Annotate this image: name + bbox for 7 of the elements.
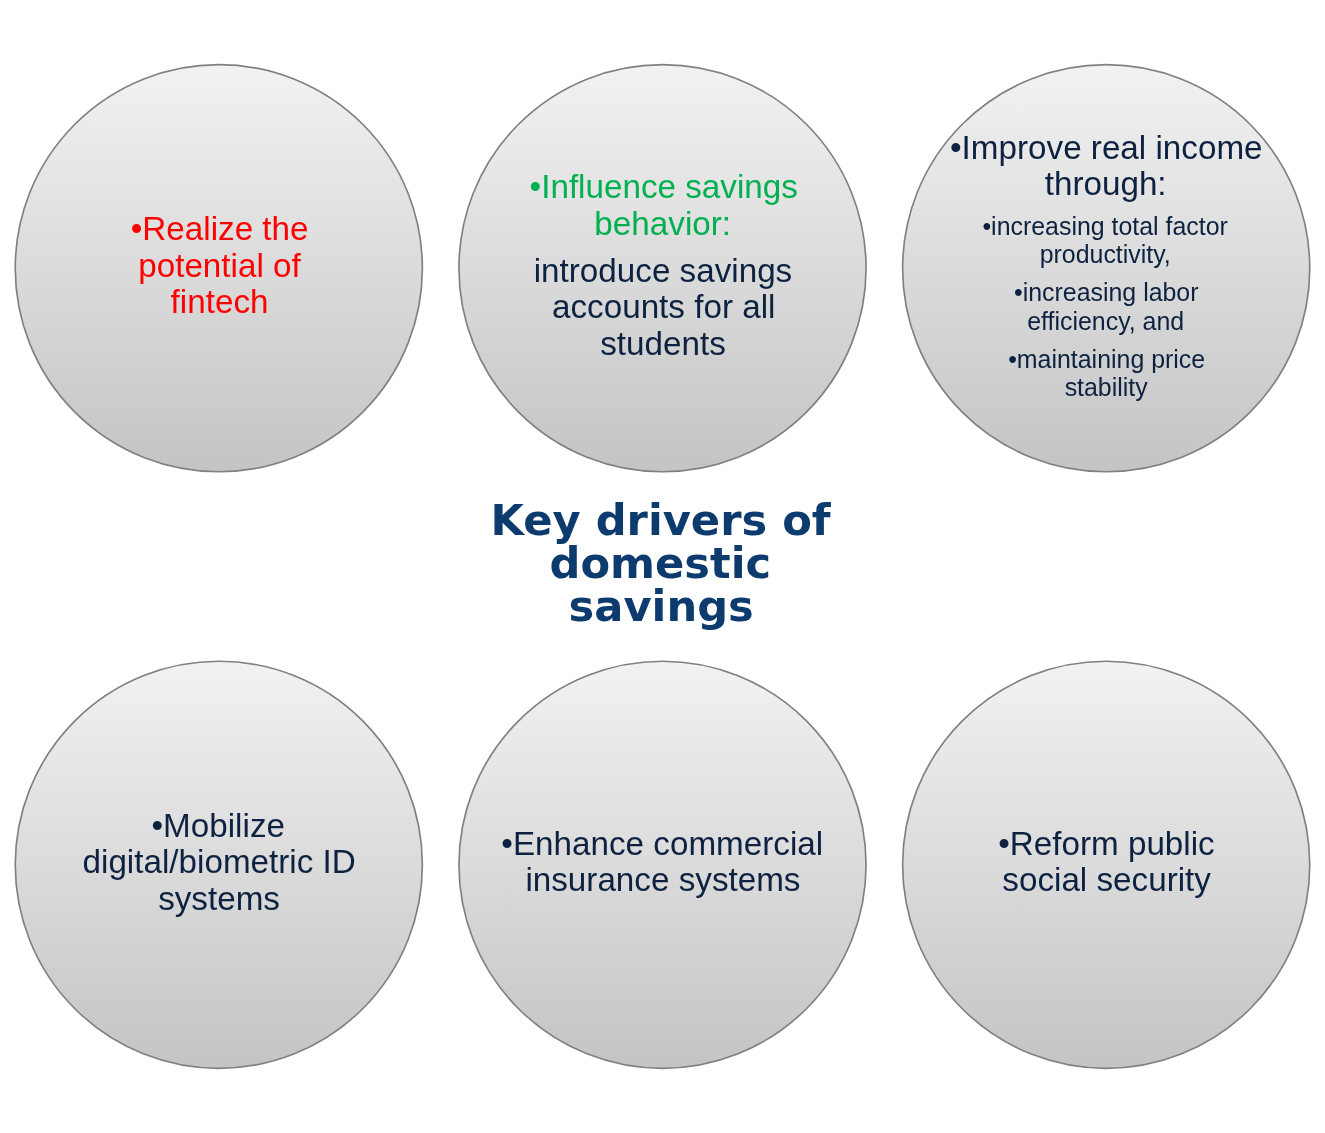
node-circle: •Influence savings behavior: introduce savings accounts for all students <box>458 63 867 473</box>
node-circle: •Realize the potential of fintech <box>14 63 424 473</box>
node-circle: •Mobilize digital/biometric ID systems <box>14 660 424 1070</box>
label: Key drivers of domestic savings <box>490 494 831 632</box>
node-circle: •Improve real income through: •increasing total factor productivity, •increasing labor efficiency, and •maintaining price stability <box>901 63 1311 473</box>
node-circle: •Reform public social security <box>901 660 1311 1070</box>
node-circle: •Enhance commercial insurance systems <box>458 660 867 1070</box>
